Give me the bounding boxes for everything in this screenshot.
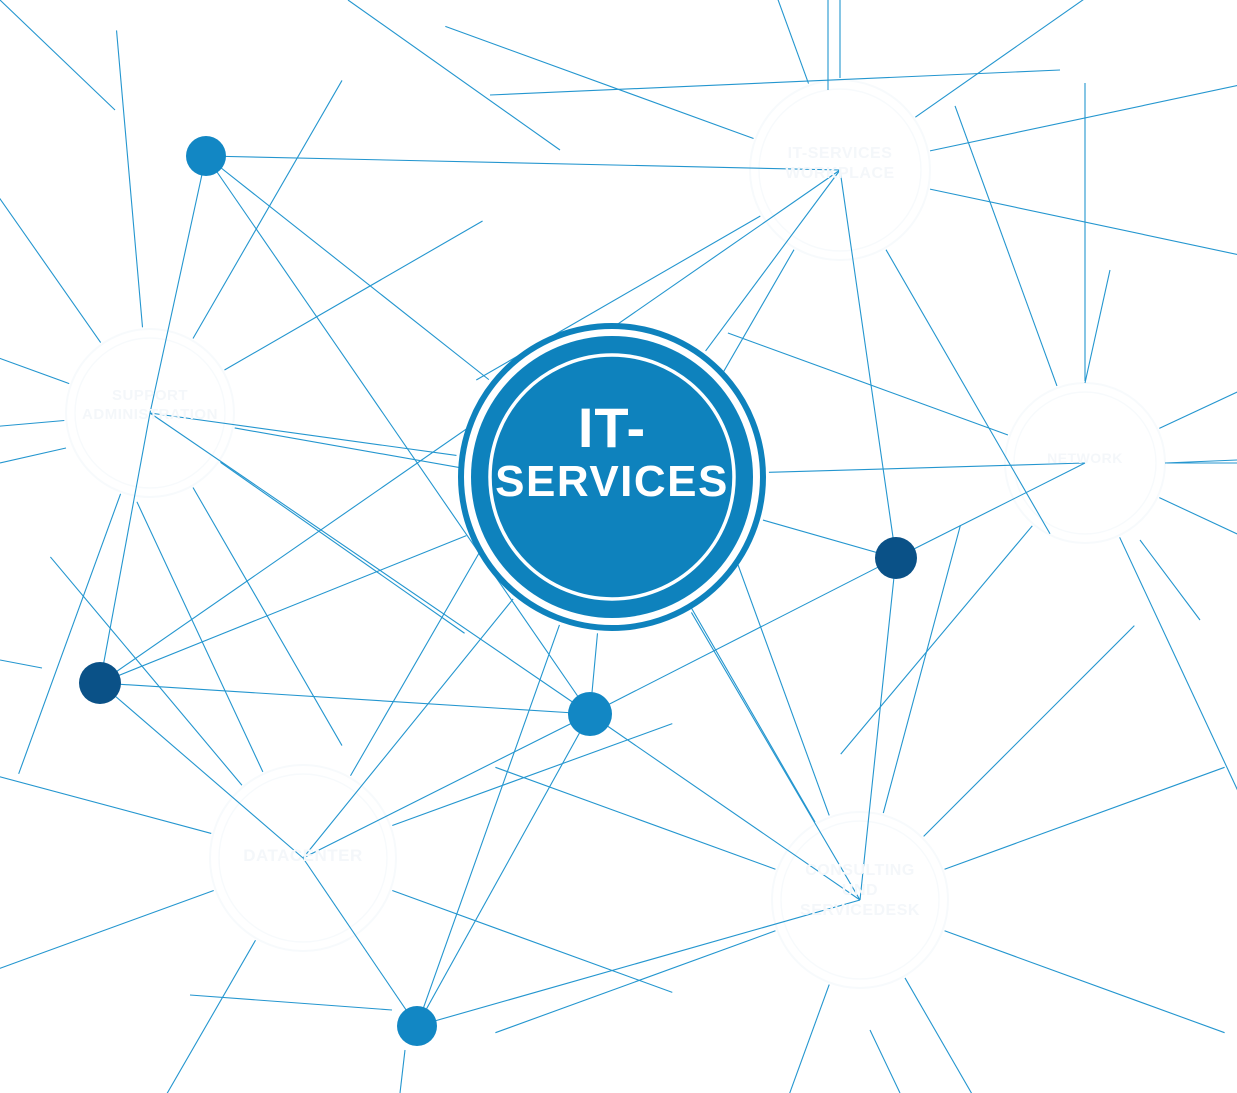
spoke-line: [0, 776, 212, 834]
spoke-line: [915, 0, 1084, 118]
edge-line: [690, 612, 861, 901]
edge-line: [99, 412, 151, 684]
spoke-line: [220, 461, 465, 634]
spoke-line: [392, 723, 673, 827]
edge-line: [302, 598, 514, 859]
edge-line: [416, 624, 560, 1027]
edge-line: [416, 713, 591, 1027]
spoke-line: [192, 80, 343, 339]
edge-line: [99, 682, 591, 715]
ambient-line: [189, 994, 393, 1011]
spoke-line: [224, 220, 483, 371]
spoke-line: [166, 939, 256, 1093]
node-layer: [79, 136, 917, 1046]
ambient-line: [0, 659, 43, 669]
spoke-line: [944, 930, 1225, 1034]
spoke-line: [1159, 497, 1237, 535]
edge-line: [859, 557, 897, 901]
edge-line: [302, 713, 591, 859]
spoke-line: [0, 197, 102, 343]
ambient-line: [1084, 269, 1111, 384]
ghost-bottom-left: [209, 764, 397, 952]
edge-line: [589, 713, 861, 901]
spoke-line: [392, 889, 673, 993]
spoke-line: [727, 332, 1009, 436]
spoke-line: [1119, 537, 1237, 791]
node-right[interactable]: [875, 537, 917, 579]
edge-line: [768, 462, 1086, 473]
edge-line: [302, 857, 418, 1027]
spoke-line: [882, 525, 961, 814]
spoke-line: [350, 517, 500, 777]
spoke-line: [904, 977, 973, 1093]
spoke-line: [49, 556, 243, 786]
node-center-lower[interactable]: [568, 692, 612, 736]
edge-line: [839, 169, 897, 559]
ambient-line: [0, 447, 67, 464]
spoke-line: [929, 188, 1237, 255]
spoke-line: [923, 625, 1135, 837]
edge-line: [99, 682, 304, 859]
edge-line: [205, 155, 591, 715]
edge-line: [149, 155, 207, 414]
edge-line: [205, 155, 841, 171]
spoke-line: [885, 249, 1051, 535]
ghost-bottom-right: [771, 811, 949, 989]
spoke-line: [944, 766, 1225, 870]
spoke-line: [115, 30, 144, 328]
ambient-line: [347, 0, 561, 151]
edge-line: [416, 899, 861, 1027]
spoke-line: [495, 930, 776, 1034]
ambient-line: [1139, 539, 1201, 621]
spoke-line: [0, 889, 214, 969]
spoke-line: [777, 0, 810, 84]
edge-line: [99, 535, 467, 684]
spoke-line: [789, 984, 830, 1093]
spoke-line: [192, 487, 343, 746]
spoke-line: [136, 501, 264, 773]
node-left[interactable]: [79, 662, 121, 704]
it-services-hub[interactable]: [458, 323, 766, 631]
ambient-line: [489, 69, 1061, 96]
spoke-line: [495, 766, 776, 870]
spoke-line: [954, 105, 1058, 387]
node-top-left[interactable]: [186, 136, 226, 176]
ambient-line: [1164, 459, 1237, 464]
ghost-left: [65, 328, 235, 498]
spoke-line: [840, 525, 1033, 755]
edge-line: [149, 412, 457, 457]
edge-line: [762, 519, 897, 559]
ambient-line: [869, 1029, 901, 1093]
spoke-line: [0, 419, 65, 427]
spoke-line: [0, 357, 70, 385]
ambient-line: [0, 0, 116, 111]
edge-line: [205, 155, 490, 381]
edge-layer: [99, 155, 1086, 1027]
spoke-line: [1159, 391, 1237, 429]
ghost-circle-layer: [65, 79, 1166, 989]
spoke-line: [929, 85, 1237, 152]
node-bottom[interactable]: [397, 1006, 437, 1046]
edge-line: [705, 169, 841, 352]
edge-line: [149, 412, 591, 715]
ambient-line: [399, 1049, 406, 1093]
edge-line: [895, 462, 1086, 559]
spoke-line: [726, 535, 830, 816]
edge-line: [589, 557, 897, 715]
spoke-line: [445, 25, 754, 140]
spoke-line: [18, 493, 122, 775]
